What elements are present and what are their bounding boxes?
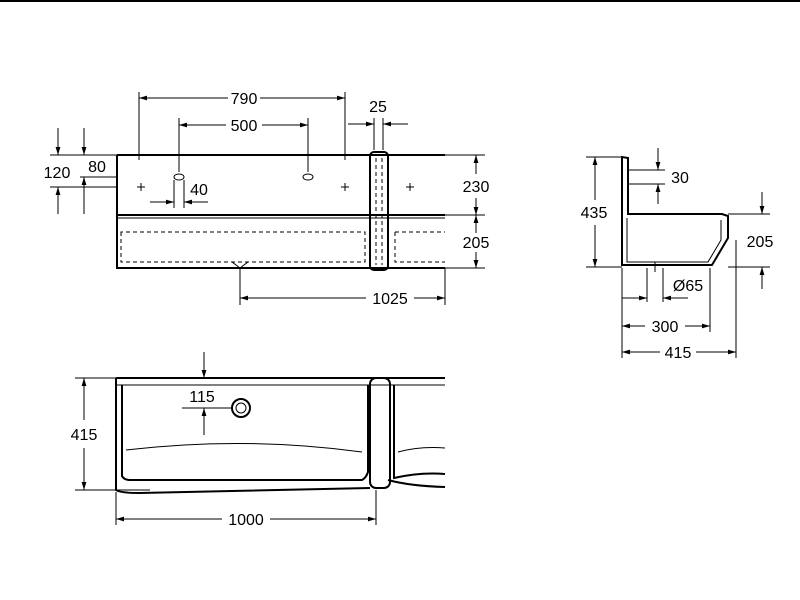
dim-205-front-label: 205 bbox=[463, 235, 490, 252]
side-profile-outline bbox=[621, 155, 729, 266]
side-profile-inner bbox=[626, 218, 722, 263]
front-basin-hidden-line bbox=[120, 231, 366, 263]
mount-hole-3-icon bbox=[302, 173, 314, 181]
mount-hole-2-icon bbox=[173, 173, 185, 181]
dim-415-top-label: 415 bbox=[71, 427, 98, 444]
top-outline bbox=[115, 377, 446, 495]
top-basin-outline bbox=[121, 385, 369, 481]
front-basin-hidden-line-2 bbox=[394, 231, 445, 263]
top-basin-2-curve bbox=[397, 447, 446, 453]
top-basin-curve bbox=[125, 442, 363, 453]
top-basin-2-outline bbox=[393, 385, 446, 480]
front-outline bbox=[116, 154, 445, 269]
dim-40-label: 40 bbox=[190, 182, 208, 199]
dim-300-label: 300 bbox=[652, 319, 679, 336]
dim-120-label: 120 bbox=[44, 165, 71, 182]
dim-80-label: 80 bbox=[88, 159, 106, 176]
dim-415-side-label: 415 bbox=[665, 345, 692, 362]
mount-hole-5-icon bbox=[406, 183, 414, 191]
side-view: 30 435 205 Ø65 300 415 bbox=[581, 148, 774, 362]
dim-25-label: 25 bbox=[369, 99, 387, 116]
connector-column bbox=[369, 151, 389, 271]
dim-435-label: 435 bbox=[581, 205, 608, 222]
dim-500-label: 500 bbox=[231, 118, 258, 135]
top-view: 115 415 1000 bbox=[71, 352, 446, 529]
dim-230-label: 230 bbox=[463, 179, 490, 196]
top-connector-column bbox=[369, 377, 391, 489]
front-view: 790 25 500 120 80 40 bbox=[44, 91, 490, 308]
dim-115-label: 115 bbox=[189, 389, 215, 406]
dim-30-label: 30 bbox=[671, 170, 689, 187]
dim-1000-label: 1000 bbox=[228, 512, 264, 529]
dim-790-label: 790 bbox=[231, 91, 258, 108]
mount-hole-1-icon bbox=[137, 183, 145, 191]
mount-hole-4-icon bbox=[341, 183, 349, 191]
mounting-holes bbox=[137, 173, 414, 191]
dim-65-label: Ø65 bbox=[673, 278, 703, 295]
drain-outer-icon bbox=[231, 398, 251, 418]
drain-inner-icon bbox=[235, 402, 247, 414]
dim-205-side-label: 205 bbox=[747, 234, 774, 251]
dim-1025-label: 1025 bbox=[372, 291, 408, 308]
